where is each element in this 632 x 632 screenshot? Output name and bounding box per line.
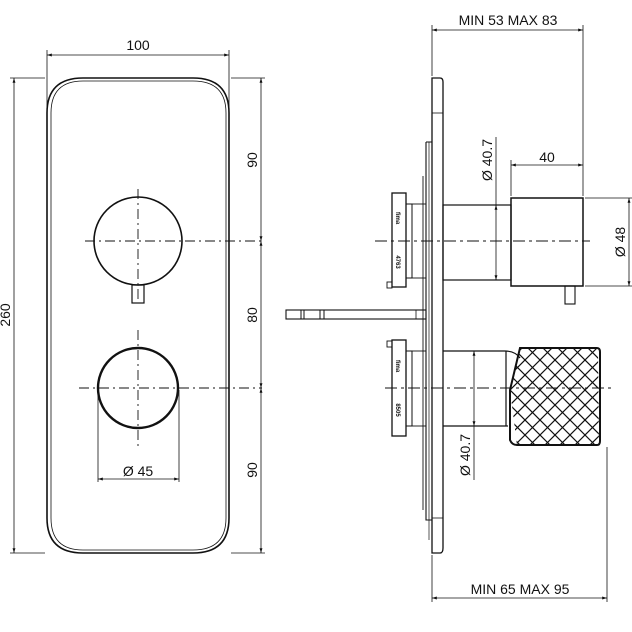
upper-cartridge-brand: fima [394, 212, 400, 225]
upper-knob-diameter-label: Ø 48 [612, 227, 628, 258]
knob-diameter-label: Ø 45 [123, 463, 154, 479]
lower-cartridge-code: 8505 [394, 403, 400, 417]
top-spacing-label: 90 [244, 152, 260, 168]
upper-knob-side [510, 197, 584, 287]
cover-plate-inner [50, 80, 227, 551]
upper-cartridge-body [391, 192, 407, 288]
bottom-spacing-label: 90 [244, 462, 260, 478]
upper-lever-stub [564, 285, 576, 305]
lower-cartridge-brand: fima [394, 360, 400, 373]
lower-body [443, 350, 521, 427]
middle-spacing-label: 80 [244, 307, 260, 323]
overall-top-label: MIN 53 MAX 83 [459, 12, 558, 28]
cover-plate-outline [46, 77, 230, 554]
overall-bottom-label: MIN 65 MAX 95 [471, 581, 570, 597]
side-plate [431, 77, 444, 554]
lower-body-diameter-label: Ø 40.7 [457, 434, 473, 476]
front-view [10, 50, 265, 554]
upper-body-diameter-label: Ø 40.7 [479, 139, 495, 181]
knurl-pattern [510, 348, 599, 445]
upper-knob-length-label: 40 [539, 149, 555, 165]
lower-knurled-knob [509, 347, 601, 446]
upper-body [442, 204, 512, 281]
lower-knob [96, 346, 180, 430]
height-label: 260 [0, 303, 13, 327]
upper-cartridge-code: 4763 [394, 255, 400, 269]
width-label: 100 [126, 37, 150, 53]
stem-rod [285, 309, 427, 320]
side-view [285, 25, 632, 602]
